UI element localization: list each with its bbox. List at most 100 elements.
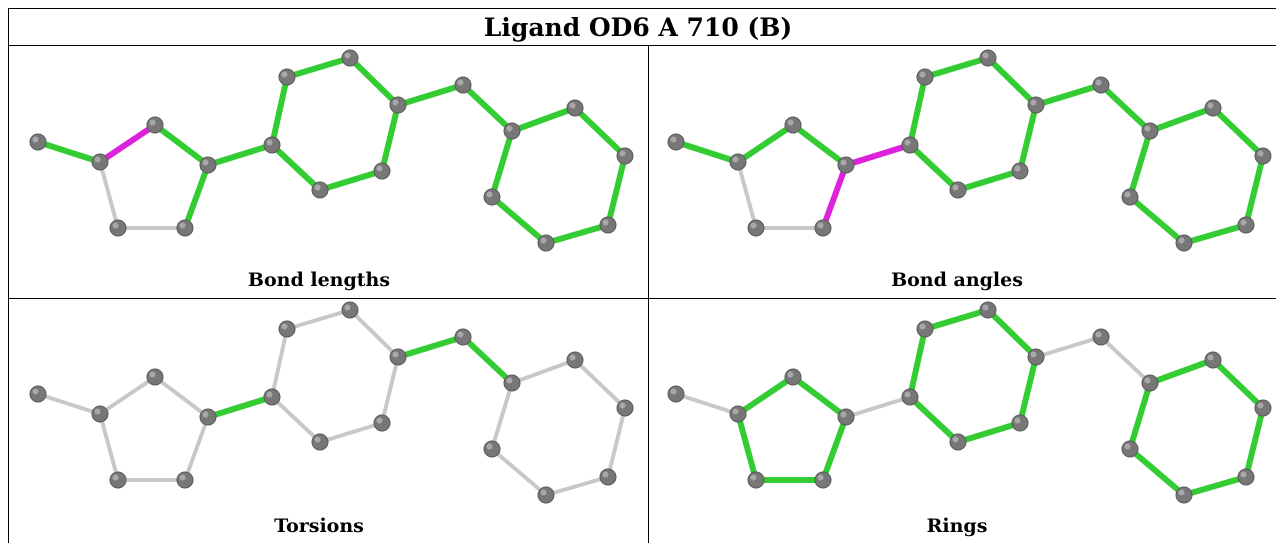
atom-highlight [506, 125, 513, 132]
atom [1092, 76, 1110, 94]
atom-highlight [904, 139, 911, 146]
atom-highlight [569, 102, 576, 109]
atom-highlight [732, 156, 739, 163]
atom-highlight [281, 323, 288, 330]
bond [735, 374, 796, 417]
atom-highlight [179, 222, 186, 229]
atom [1204, 99, 1222, 117]
bond [1033, 82, 1104, 108]
panel-bond-lengths: Bond lengths [0, 45, 638, 294]
atom [949, 181, 967, 199]
atom-highlight [1240, 219, 1247, 226]
bond [97, 122, 158, 165]
bond [790, 374, 849, 420]
atom-highlight [569, 354, 576, 361]
panel-bond-angles: Bond angles [638, 45, 1276, 294]
atom [109, 219, 127, 237]
atom-highlight [392, 351, 399, 358]
atom-highlight [179, 474, 186, 481]
bond [1098, 82, 1153, 134]
panel-caption: Torsions [274, 515, 364, 537]
bond [1127, 194, 1187, 246]
atom [667, 133, 685, 151]
atom-highlight [602, 471, 609, 478]
atom [176, 219, 194, 237]
atom [483, 188, 501, 206]
atom [784, 116, 802, 134]
atom-highlight [1144, 125, 1151, 132]
atom-highlight [1014, 165, 1021, 172]
bond [844, 395, 912, 419]
bond [285, 308, 352, 331]
atom [503, 374, 521, 392]
panel-caption: Bond lengths [247, 269, 391, 291]
atom-highlight [1207, 102, 1214, 109]
atom-highlight [1014, 417, 1021, 424]
atom [29, 385, 47, 403]
bond [736, 160, 758, 230]
bond [489, 194, 549, 246]
bond [1017, 354, 1039, 426]
atom [916, 68, 934, 86]
atom-highlight [1240, 471, 1247, 478]
atom-highlight [619, 402, 626, 409]
bond [985, 55, 1039, 108]
atom-highlight [112, 222, 119, 229]
atom-highlight [1257, 150, 1264, 157]
atom-highlight [94, 408, 101, 415]
atom-highlight [376, 165, 383, 172]
atom-highlight [787, 119, 794, 126]
bond [606, 406, 627, 479]
atom [729, 405, 747, 423]
bond [270, 327, 289, 399]
atom-highlight [266, 391, 273, 398]
atom-highlight [540, 489, 547, 496]
atom [373, 162, 391, 180]
bond [98, 412, 120, 482]
molecule-bond-angles-icon [667, 49, 1272, 252]
atom-highlight [1030, 351, 1037, 358]
atom-highlight [1124, 191, 1131, 198]
atom [1027, 96, 1045, 114]
atom-highlight [202, 159, 209, 166]
atom [599, 468, 617, 486]
panel-torsions: Torsions [0, 294, 638, 543]
atom-highlight [1144, 377, 1151, 384]
atom-highlight [919, 71, 926, 78]
atom [1254, 399, 1272, 417]
bond [1243, 153, 1266, 228]
atom-highlight [1207, 354, 1214, 361]
atom [837, 156, 855, 174]
bond [922, 307, 991, 332]
atom [389, 348, 407, 366]
atom [949, 433, 967, 451]
atom-highlight [840, 159, 847, 166]
atom-highlight [619, 150, 626, 157]
atom [916, 320, 934, 338]
atom-highlight [149, 371, 156, 378]
atom-highlight [486, 191, 493, 198]
bond [152, 122, 211, 168]
atom-highlight [952, 184, 959, 191]
atom-highlight [1178, 489, 1185, 496]
bond [1210, 357, 1266, 411]
bond [205, 394, 275, 420]
atom [1237, 468, 1255, 486]
bond [270, 395, 322, 444]
atom [1092, 328, 1110, 346]
atom-highlight [602, 219, 609, 226]
atom [566, 351, 584, 369]
bond [1147, 105, 1216, 134]
atom-highlight [982, 52, 989, 59]
atom-highlight [732, 408, 739, 415]
atom-highlight [457, 79, 464, 86]
atom [341, 49, 359, 67]
bond [348, 308, 400, 359]
molecule-bond-lengths-icon [29, 49, 634, 252]
bond [1127, 446, 1187, 498]
bond [907, 142, 961, 193]
atom-highlight [344, 52, 351, 59]
atom [979, 301, 997, 319]
atom-highlight [952, 436, 959, 443]
atom-highlight [32, 136, 39, 143]
